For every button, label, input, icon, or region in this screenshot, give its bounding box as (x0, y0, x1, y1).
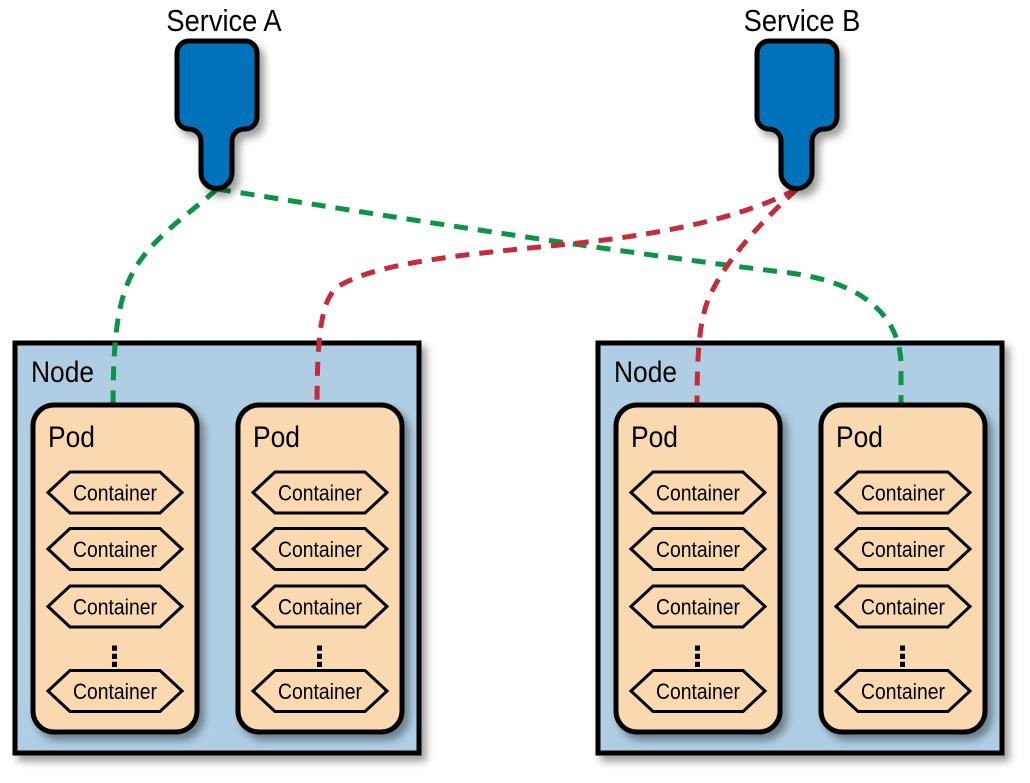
hexagon-shape (250, 584, 390, 629)
pod-label: Pod (836, 419, 883, 453)
service-tag-icon (754, 38, 840, 191)
container-label: Container (278, 481, 362, 505)
pod: Pod Container Container Container ⋮ Cont… (30, 402, 200, 735)
container-hexagon: Container (628, 584, 768, 629)
hexagon-shape (45, 669, 185, 713)
service-b: Service B (744, 4, 861, 191)
node-label: Node (614, 354, 677, 388)
container-hexagon: Container (250, 527, 390, 571)
container-label: Container (656, 595, 740, 619)
container-label: Container (278, 680, 362, 704)
service-tag-icon (174, 38, 260, 191)
container-label: Container (861, 680, 945, 704)
pod: Pod Container Container Container ⋮ Cont… (613, 402, 783, 735)
service-a: Service A (166, 4, 282, 191)
node-label: Node (31, 354, 94, 388)
container-label: Container (656, 481, 740, 505)
more-containers-ellipsis: ⋮ (101, 640, 130, 673)
hexagon-shape (833, 527, 973, 571)
container-hexagon: Container (250, 470, 390, 515)
container-hexagon: Container (833, 470, 973, 515)
hexagon-shape (628, 470, 768, 515)
pod-label: Pod (48, 419, 95, 453)
pod-label: Pod (631, 419, 678, 453)
connection-service-a-node1-pod1 (110, 187, 219, 411)
pod: Pod Container Container Container ⋮ Cont… (235, 402, 405, 735)
container-hexagon: Container (833, 527, 973, 571)
container-label: Container (73, 680, 157, 704)
hexagon-shape (628, 527, 768, 571)
container-label: Container (73, 595, 157, 619)
container-hexagon: Container (45, 669, 185, 713)
service-b-label: Service B (744, 4, 861, 38)
container-hexagon: Container (250, 669, 390, 713)
container-hexagon: Container (250, 584, 390, 629)
hexagon-shape (833, 669, 973, 713)
container-label: Container (278, 595, 362, 619)
container-hexagon: Container (628, 669, 768, 713)
container-label: Container (861, 538, 945, 562)
hexagon-shape (833, 584, 973, 629)
container-hexagon: Container (628, 527, 768, 571)
container-hexagon: Container (45, 584, 185, 629)
container-hexagon: Container (45, 470, 185, 515)
container-label: Container (656, 680, 740, 704)
more-containers-ellipsis: ⋮ (684, 640, 713, 673)
hexagon-shape (45, 584, 185, 629)
service-a-label: Service A (166, 4, 282, 38)
hexagon-shape (250, 669, 390, 713)
hexagon-shape (250, 470, 390, 515)
container-hexagon: Container (833, 584, 973, 629)
more-containers-ellipsis: ⋮ (306, 640, 335, 673)
hexagon-shape (628, 669, 768, 713)
connection-service-b-node2-pod1 (694, 187, 799, 411)
container-label: Container (861, 481, 945, 505)
hexagon-shape (45, 470, 185, 515)
connection-service-a-node2-pod2 (216, 186, 904, 410)
hexagon-shape (250, 527, 390, 571)
container-hexagon: Container (45, 527, 185, 571)
container-label: Container (656, 538, 740, 562)
hexagon-shape (628, 584, 768, 629)
container-hexagon: Container (833, 669, 973, 713)
container-label: Container (861, 595, 945, 619)
pod-label: Pod (253, 419, 300, 453)
connection-service-b-node1-pod2 (314, 186, 799, 411)
container-label: Container (73, 538, 157, 562)
container-label: Container (278, 538, 362, 562)
hexagon-shape (45, 527, 185, 571)
container-label: Container (73, 481, 157, 505)
container-hexagon: Container (628, 470, 768, 515)
more-containers-ellipsis: ⋮ (889, 640, 918, 673)
hexagon-shape (833, 470, 973, 515)
pod: Pod Container Container Container ⋮ Cont… (818, 402, 988, 735)
